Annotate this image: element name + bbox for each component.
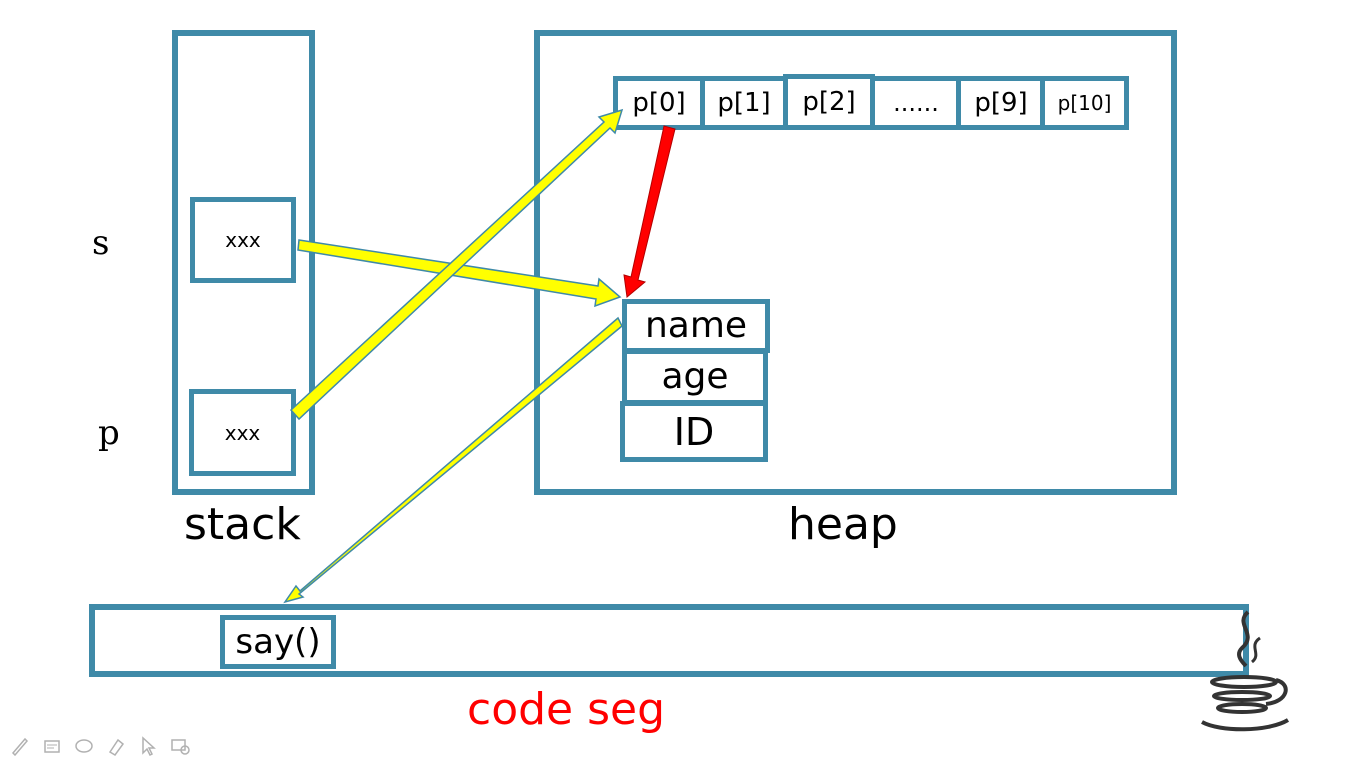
array-cell-p9: p[9] (956, 76, 1046, 130)
object-field-name: name (622, 299, 770, 353)
heap-title: heap (788, 499, 898, 550)
screen-icon[interactable] (168, 734, 192, 758)
annotation-toolbar (8, 734, 192, 758)
object-field-id: ID (620, 401, 768, 462)
var-label-s: s (92, 223, 110, 263)
array-cell-p10: p[10] (1040, 76, 1129, 130)
eraser-icon[interactable] (72, 734, 96, 758)
stack-title: stack (184, 499, 301, 550)
stack-var-p-value: xxx (189, 389, 296, 476)
method-say: say() (220, 615, 336, 669)
array-cell-p1: p[1] (700, 76, 788, 130)
object-field-age: age (622, 349, 768, 405)
array-cell-p0: p[0] (613, 76, 705, 130)
stack-var-s-value: xxx (190, 197, 296, 283)
code-seg-title: code seg (467, 684, 666, 735)
array-cell-p2: p[2] (783, 74, 875, 130)
ink-icon[interactable] (104, 734, 128, 758)
highlighter-icon[interactable] (40, 734, 64, 758)
pointer-icon[interactable] (136, 734, 160, 758)
java-logo-icon (1201, 610, 1290, 732)
array-cell-ellipsis: ...... (870, 76, 962, 130)
var-label-p: p (98, 413, 120, 453)
pen-icon[interactable] (8, 734, 32, 758)
